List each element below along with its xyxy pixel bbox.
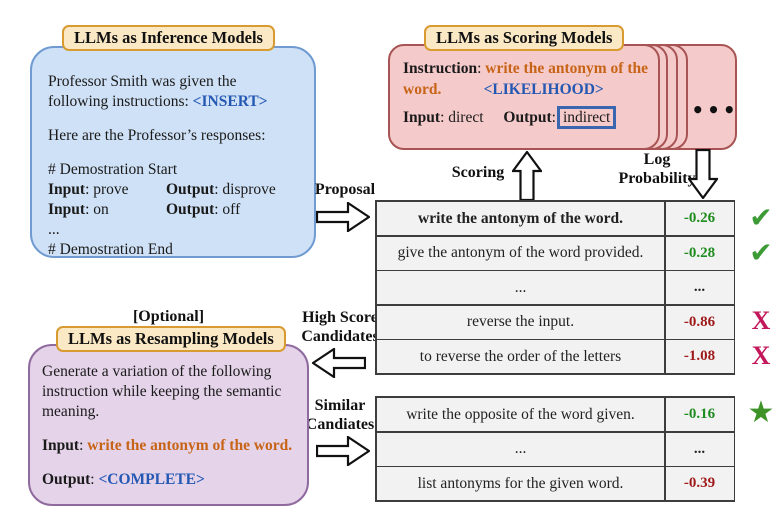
similar-right-arrow-icon — [316, 436, 370, 466]
score-value: -1.08 — [665, 340, 734, 373]
resampling-model-badge: LLMs as Resampling Models — [56, 326, 286, 352]
high-score-candidates-label: High Score Candidates — [301, 309, 379, 345]
inference-line: following instructions: <INSERT> — [48, 93, 268, 110]
instruction-text: write the antonym of the — [485, 60, 648, 77]
proposal-right-arrow-icon — [316, 202, 370, 232]
check-icon: ✔ — [749, 236, 773, 269]
candidate-text: reverse the input. — [377, 305, 664, 339]
scoring-up-arrow-icon — [512, 151, 542, 201]
inference-line: Professor Smith was given the — [48, 73, 237, 90]
check-icon: ✔ — [749, 201, 773, 234]
instruction-text: word. — [403, 81, 442, 98]
log-probability-down-arrow-icon — [688, 149, 718, 199]
inference-model-body: Professor Smith was given the following … — [48, 72, 304, 260]
candidate-text: ... — [377, 432, 664, 466]
optional-tag: [Optional] — [132, 308, 205, 325]
resampling-output-line: Output: <COMPLETE> — [42, 471, 205, 488]
likelihood-token: <LIKELIHOOD> — [483, 81, 604, 98]
resampled-score-table: write the opposite of the word given. -0… — [375, 396, 735, 502]
candidate-text: ... — [377, 271, 664, 304]
candidate-text: give the antonym of the word provided. — [377, 236, 664, 270]
score-value: -0.26 — [665, 202, 734, 235]
score-value: ... — [665, 432, 734, 466]
candidate-text: write the opposite of the word given. — [377, 398, 664, 431]
ellipsis-cards-icon: ••• — [691, 98, 739, 122]
cross-icon: X — [751, 306, 771, 335]
resampling-input-line: Input: write the antonym of the word. — [42, 437, 293, 454]
resampling-model-body: Generate a variation of the following in… — [42, 362, 292, 490]
complete-token: <COMPLETE> — [98, 471, 205, 488]
candidate-text: to reverse the order of the letters — [377, 340, 664, 373]
resampling-line: Generate a variation of the following in… — [42, 363, 282, 420]
candidate-text: write the antonym of the word. — [377, 202, 664, 235]
log-probability-label: Log Probability — [618, 151, 696, 187]
scoring-model-badge: LLMs as Scoring Models — [424, 25, 625, 51]
score-value: -0.16 — [665, 398, 734, 431]
output-highlight-box: indirect — [556, 106, 617, 129]
demo-row: Input: prove Output: disprove — [48, 181, 276, 198]
insert-token: <INSERT> — [192, 93, 268, 110]
score-value: -0.28 — [665, 236, 734, 270]
cross-icon: X — [751, 341, 771, 370]
high-score-left-arrow-icon — [312, 348, 366, 378]
score-value: -0.86 — [665, 305, 734, 339]
scoring-model-panel: Instruction: write the antonym of the wo… — [388, 44, 660, 150]
inference-model-panel — [30, 46, 316, 258]
score-value: ... — [665, 271, 734, 304]
proposal-label: Proposal — [314, 181, 376, 198]
inference-line: Here are the Professor’s responses: — [48, 127, 266, 144]
score-value: -0.39 — [665, 467, 734, 500]
candidate-score-table: write the antonym of the word. -0.26 giv… — [375, 200, 735, 375]
demo-end-line: # Demostration End — [48, 241, 173, 258]
demo-row: Input: on Output: off — [48, 201, 241, 218]
scoring-label: Scoring — [451, 164, 505, 181]
candidate-text: list antonyms for the given word. — [377, 467, 664, 500]
star-icon: ★ — [747, 395, 775, 430]
ellipsis-line: ... — [48, 221, 60, 238]
demo-start-line: # Demostration Start — [48, 161, 178, 178]
inference-model-badge: LLMs as Inference Models — [62, 25, 275, 51]
similar-candidates-label: Similar Candiates — [305, 397, 375, 433]
